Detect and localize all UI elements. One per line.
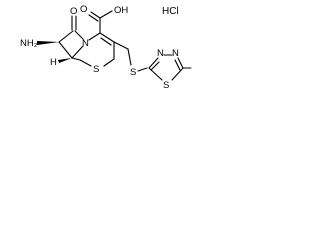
bond-n-c6 — [71, 45, 84, 59]
atom-s-thioether: S — [130, 67, 136, 78]
bond-td-c2-n3 — [148, 57, 159, 69]
bond-c3-ch2 — [113, 41, 129, 50]
chemical-structure-diagram: HCl O NH₂ H N S OH O S N N S — [20, 4, 192, 91]
atom-nh2: NH₂ — [20, 38, 38, 49]
bond-td-n4-c5 — [177, 57, 184, 69]
bond-s-c6-b — [71, 57, 81, 61]
bond-s-c6 — [79, 59, 92, 67]
bond-c6-h-wedge — [58, 58, 72, 63]
atom-n-thiadiazole-2: N — [172, 48, 179, 59]
bond-c7-nh2-wedge — [37, 41, 59, 45]
bond-cooh-oh — [99, 10, 113, 19]
bond-c4-s — [103, 58, 115, 67]
atom-oh: OH — [114, 5, 128, 16]
atom-s-thiadiazole: S — [163, 80, 169, 91]
bond-c7-c8 — [58, 30, 74, 43]
bond-s-thiadiazole — [137, 67, 148, 72]
atom-s-ring: S — [93, 64, 99, 75]
bond-ch2-s — [127, 48, 132, 66]
bond-c8-n — [74, 30, 84, 40]
atom-n-thiadiazole-1: N — [157, 48, 164, 59]
atom-o-ketone: O — [70, 6, 77, 17]
bond-c2-c3-double — [100, 37, 112, 46]
atom-n-ring: N — [82, 38, 89, 49]
bond-cooh-o-b — [88, 14, 99, 22]
bond-c2-c3 — [99, 32, 115, 43]
hcl-label: HCl — [162, 6, 179, 17]
bond-td-s-c2 — [148, 67, 163, 81]
bond-cooh-o-a — [90, 11, 101, 19]
atom-h: H — [50, 57, 57, 68]
bond-td-c5-s — [171, 67, 184, 81]
bond-td-n4-c5-double — [174, 59, 181, 71]
atom-o-acid: O — [80, 4, 87, 15]
bond-c6-c7 — [58, 41, 73, 59]
bond-n-c2 — [88, 32, 101, 41]
bond-td-c2-n3-double — [150, 61, 160, 71]
